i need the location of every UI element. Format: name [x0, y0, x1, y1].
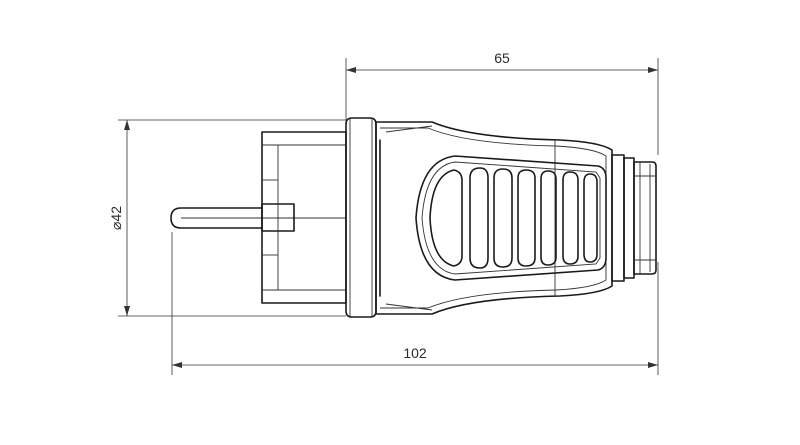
grip-panel — [415, 155, 607, 281]
diameter-symbol: ⌀ — [108, 222, 124, 230]
plug-front-housing — [261, 131, 347, 304]
plug-cable-gland — [611, 154, 657, 282]
grip-slots — [429, 167, 598, 269]
grip-slot — [493, 168, 513, 268]
grip-slot — [517, 169, 536, 267]
grip-slot — [540, 170, 557, 266]
grip-slot — [429, 169, 463, 267]
svg-text:⌀42: ⌀42 — [108, 206, 124, 230]
dimension-102: 102 — [171, 232, 659, 375]
dimension-42-label: 42 — [108, 206, 124, 222]
dimension-diameter-42: ⌀42 — [108, 119, 346, 317]
grip-slot — [583, 173, 598, 263]
plug-pin — [170, 207, 346, 229]
dimension-102-label: 102 — [403, 345, 427, 361]
plug-flange — [345, 117, 377, 318]
dimension-65-label: 65 — [494, 50, 510, 66]
dimension-65: 65 — [345, 50, 659, 155]
grip-slot — [469, 167, 489, 269]
grip-slot — [562, 171, 579, 265]
